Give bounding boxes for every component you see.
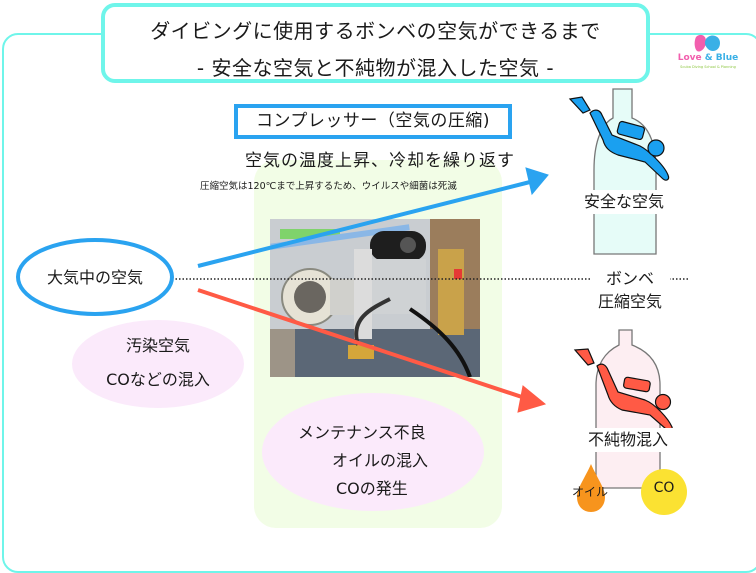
impure-air-label: 不純物混入 [578,428,678,452]
logo-tagline: Scuba Diving School & Planning [680,65,736,69]
safe-air-label: 安全な空気 [574,190,674,214]
safe-diver-icon [568,96,670,181]
safe-arrow [197,167,549,268]
logo-brand-amp: & [704,53,713,63]
compressor-illustration [270,219,480,377]
safe-cylinder-icon [593,88,657,255]
logo-mark-icon [694,34,720,52]
polluted-air-title: 汚染空気 [125,336,190,355]
danger-arrow [197,288,547,413]
compressor-label: コンプレッサー（空気の圧縮) [234,104,512,139]
atmosphere-label: 大気中の空気 [46,268,143,287]
compressor-note: 圧縮空気は120℃まで上昇するため、ウイルスや細菌は死滅 [200,181,457,192]
maintenance-bubble: メンテナンス不良 オイルの混入 COの発生 [262,393,484,511]
compressor-process-text: 空気の温度上昇、冷却を繰り返す [245,151,515,171]
co-label: CO [653,480,675,496]
logo-brand-blue: Blue [715,53,739,63]
maintenance-title: メンテナンス不良 [298,423,426,442]
polluted-air-bubble: 汚染空気 COなどの混入 [72,320,244,408]
compressed-air-label: 圧縮空気 [597,292,662,311]
cylinder-name-label: ボンベ [590,265,670,289]
polluted-air-detail: COなどの混入 [106,370,210,389]
logo-brand-love: Love [677,53,702,63]
impure-diver-icon [573,348,673,432]
page-subtitle: - 安全な空気と不純物が混入した空気 - [196,56,555,80]
oil-label: オイル [572,485,609,499]
maintenance-oil: オイルの混入 [332,451,429,470]
title-box: ダイビングに使用するボンベの空気ができるまで - 安全な空気と不純物が混入した空… [101,3,650,83]
maintenance-co: COの発生 [336,479,408,498]
co-circle-icon [641,469,687,515]
oil-drop-icon [577,464,605,512]
page-title: ダイビングに使用するボンベの空気ができるまで [150,19,601,43]
brand-logo: Love & Blue Scuba Diving School & Planni… [670,33,746,73]
compressor-photo [270,219,480,377]
atmosphere-ellipse [16,238,174,316]
